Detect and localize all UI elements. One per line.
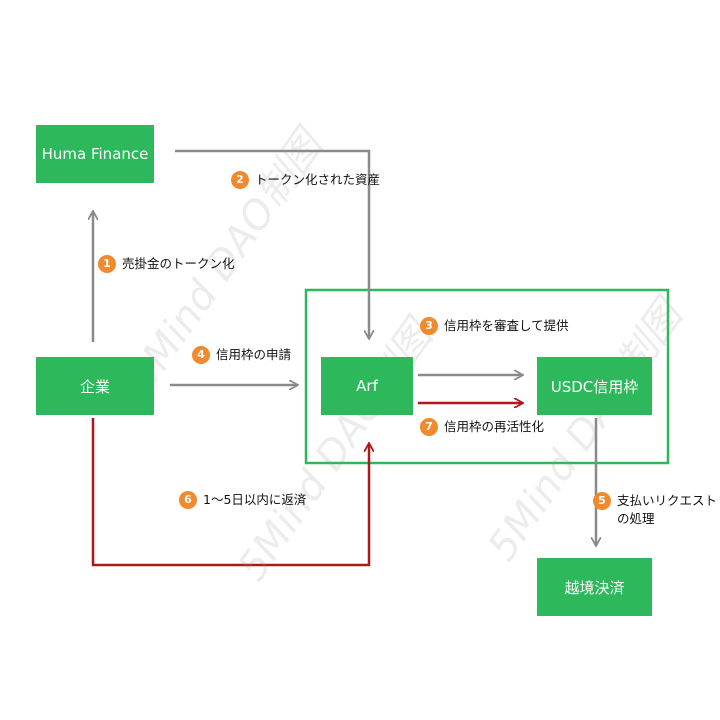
credit-frame: [304, 288, 670, 465]
arrow-repayment: [91, 418, 369, 567]
step-label: 信用枠の再活性化: [444, 419, 545, 434]
step-2: 2 トークン化された資産: [231, 171, 380, 189]
node-usdc-credit: USDC信用枠: [537, 357, 652, 415]
step-label: 信用枠の申請: [216, 347, 292, 362]
step-badge: 3: [420, 317, 438, 335]
step-badge: 2: [231, 171, 249, 189]
step-badge: 5: [593, 492, 611, 510]
arrow-huma-to-arf: [175, 149, 369, 338]
step-badge: 7: [420, 418, 438, 436]
step-7: 7 信用枠の再活性化: [420, 418, 544, 436]
step-label: 支払いリクエスト の処理: [617, 493, 718, 526]
step-3: 3 信用枠を審査して提供: [420, 317, 569, 335]
step-badge: 1: [98, 255, 116, 273]
step-badge: 6: [179, 491, 197, 509]
step-label: 1～5日以内に返済: [203, 492, 307, 507]
step-4: 4 信用枠の申請: [192, 346, 291, 364]
node-ekkyo-kessai: 越境決済: [537, 558, 652, 616]
step-label: 信用枠を審査して提供: [444, 318, 569, 333]
step-badge: 4: [192, 346, 210, 364]
node-kigyo: 企業: [36, 357, 154, 415]
step-label: 売掛金のトークン化: [122, 256, 235, 271]
step-5: 5 支払いリクエスト の処理: [593, 492, 717, 528]
step-1: 1 売掛金のトークン化: [98, 255, 235, 273]
node-arf: Arf: [321, 357, 413, 415]
step-label: トークン化された資産: [255, 172, 381, 187]
step-6: 6 1～5日以内に返済: [179, 491, 306, 509]
node-huma-finance: Huma Finance: [36, 125, 154, 183]
